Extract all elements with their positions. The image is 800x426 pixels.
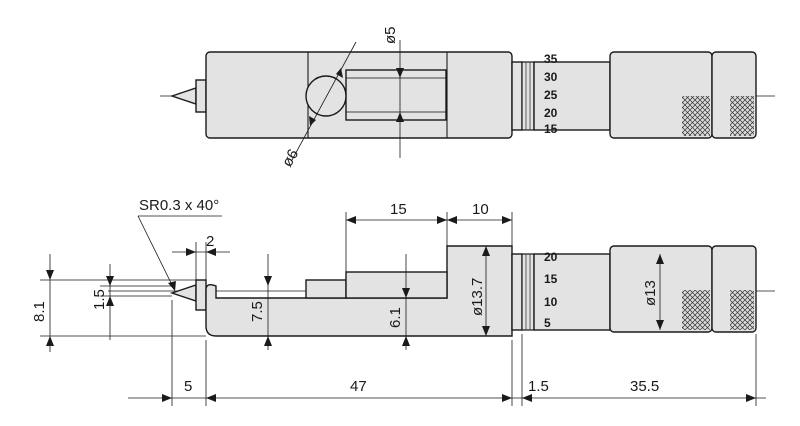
arrow — [656, 254, 664, 264]
scale-label: 20 — [544, 250, 558, 264]
dim-47: 47 — [350, 378, 367, 395]
arrow — [396, 68, 404, 78]
arrow — [437, 216, 447, 224]
top-tip-collar — [195, 79, 207, 113]
arrow — [402, 336, 410, 346]
arrow — [46, 336, 54, 346]
scale-label: 15 — [544, 122, 558, 136]
top-slot — [345, 69, 447, 121]
top-sleeve — [511, 61, 523, 131]
arrow — [106, 296, 114, 306]
top-contact-ball — [305, 75, 347, 117]
arrow — [402, 288, 410, 298]
dim-tip-radius: SR0.3 x 40° — [139, 197, 219, 214]
scale-label: 30 — [544, 70, 558, 84]
side-probe-tip — [169, 284, 197, 302]
arrow — [264, 276, 272, 286]
side-knurl — [682, 290, 710, 330]
scale-label: 20 — [544, 106, 558, 120]
arrow — [186, 248, 196, 256]
arrow — [346, 216, 356, 224]
arrow — [482, 326, 490, 336]
arrow — [522, 394, 532, 402]
arrow — [106, 276, 114, 286]
scale-label: 35 — [544, 52, 558, 66]
top-knurl-cap — [730, 96, 754, 136]
arrow — [482, 246, 490, 256]
top-view: ø5 ø6 35 30 25 20 15 — [160, 26, 775, 170]
side-probe-step — [305, 279, 347, 299]
dim-5: 5 — [184, 378, 192, 395]
side-body — [205, 245, 513, 337]
top-thimble-graduation — [521, 61, 535, 131]
arrow — [46, 270, 54, 280]
dim-10: 10 — [472, 201, 489, 218]
dim-1-5-vertical: 1.5 — [91, 289, 108, 310]
dim-7-5: 7.5 — [249, 301, 266, 322]
dim-dia-13-7: ø13.7 — [469, 278, 486, 316]
arrow — [502, 216, 512, 224]
top-probe-tip — [169, 87, 197, 105]
top-thimble — [533, 61, 611, 131]
dim-6-1: 6.1 — [387, 307, 404, 328]
dim-2: 2 — [206, 233, 214, 250]
scale-label: 25 — [544, 88, 558, 102]
dim-1-5-horizontal: 1.5 — [528, 378, 549, 395]
leader-line — [137, 215, 175, 290]
arrow — [656, 320, 664, 330]
arrow — [746, 394, 756, 402]
side-probe-arm — [345, 271, 448, 299]
scale-label: 5 — [544, 316, 551, 330]
arrow — [309, 116, 316, 126]
scale-label: 10 — [544, 295, 558, 309]
dim-dia-5: ø5 — [382, 26, 399, 44]
dim-15: 15 — [390, 201, 407, 218]
side-knurl-cap — [730, 290, 754, 330]
arrow — [162, 394, 172, 402]
dim-leader-6 — [291, 41, 357, 161]
arrow — [336, 68, 343, 78]
dim-8-1: 8.1 — [31, 301, 48, 322]
arrow — [264, 336, 272, 346]
top-knurl — [682, 96, 710, 136]
dim-dia-6: ø6 — [279, 146, 302, 170]
arrow — [502, 394, 512, 402]
arrow — [206, 248, 216, 256]
arrow — [447, 216, 457, 224]
side-view: 20 15 10 5 SR0.3 x 40° 2 15 10 — [31, 197, 775, 406]
side-tip-collar — [195, 279, 207, 311]
dim-dia-13: ø13 — [642, 280, 659, 306]
arrow — [206, 394, 216, 402]
side-sleeve — [511, 253, 523, 331]
arrow — [396, 112, 404, 122]
side-thimble-graduation — [521, 253, 535, 331]
side-thimble — [533, 253, 611, 331]
dim-35-5: 35.5 — [630, 378, 659, 395]
scale-label: 15 — [544, 272, 558, 286]
